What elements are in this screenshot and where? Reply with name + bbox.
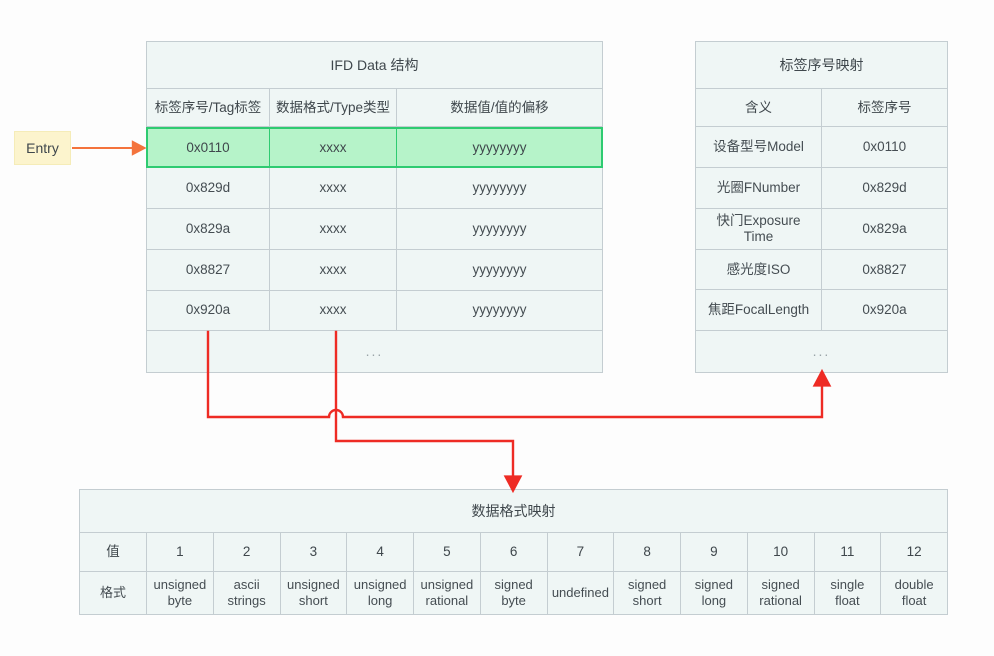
ifd-header-tag: 标签序号/Tag标签 (147, 88, 270, 127)
fmt-value-cell: 9 (681, 533, 748, 571)
fmt-table-value-row: 值 1 2 3 4 5 6 7 8 9 10 11 12 (80, 533, 947, 572)
fmt-format-cell: signed rational (748, 572, 815, 614)
tag-cell-tag: 0x829d (862, 180, 907, 196)
ifd-table-row[interactable]: 0x0110 xxxx yyyyyyyy (146, 127, 603, 169)
tag-cell-meaning: 光圈FNumber (696, 168, 822, 208)
fmt-value-cell: 3 (281, 533, 348, 571)
fmt-format-cell: signed long (681, 572, 748, 614)
fmt-value-cell: 11 (815, 533, 882, 571)
fmt-value-cell: 8 (614, 533, 681, 571)
tag-table-ellipsis-row: ... (696, 331, 947, 372)
tag-cell-tag: 0x920a (862, 302, 907, 318)
fmt-value-cell: 5 (414, 533, 481, 571)
tag-cell-meaning: 焦距FocalLength (696, 290, 822, 331)
tag-table-title-row: 标签序号映射 (696, 42, 947, 89)
ifd-table-row[interactable]: 0x8827 xxxx yyyyyyyy (147, 249, 602, 291)
ifd-header-value: 数据值/值的偏移 (450, 99, 549, 115)
fmt-format-cell: unsigned rational (414, 572, 481, 614)
ifd-table-title-row: IFD Data 结构 (147, 42, 602, 89)
fmt-format-label: 格式 (80, 572, 147, 614)
ifd-table-title: IFD Data 结构 (330, 56, 419, 73)
tag-header-tag: 标签序号 (857, 99, 912, 115)
tag-table-row[interactable]: 感光度ISO 0x8827 (696, 249, 947, 291)
ifd-table-row[interactable]: 0x829a xxxx yyyyyyyy (147, 209, 602, 250)
entry-note: Entry (14, 131, 71, 165)
fmt-format-cell: signed short (614, 572, 681, 614)
ifd-table-header-row: 标签序号/Tag标签 数据格式/Type类型 数据值/值的偏移 (147, 88, 602, 128)
ifd-cell-type: xxxx (270, 168, 397, 208)
ifd-table-ellipsis: ... (365, 343, 384, 360)
ifd-cell-value: yyyyyyyy (472, 180, 527, 196)
ifd-cell-tag: 0x829a (147, 209, 270, 249)
fmt-value-cell: 10 (748, 533, 815, 571)
ifd-cell-value: yyyyyyyy (472, 302, 527, 318)
fmt-table-format-row: 格式 unsigned byte ascii strings unsigned … (80, 572, 947, 614)
tag-table-header-row: 含义 标签序号 (696, 88, 947, 128)
fmt-value-cell: 1 (147, 533, 214, 571)
tag-table-row[interactable]: 光圈FNumber 0x829d (696, 168, 947, 209)
fmt-value-cell: 7 (548, 533, 615, 571)
ifd-cell-tag: 0x8827 (147, 249, 270, 290)
ifd-cell-type: xxxx (270, 209, 397, 249)
ifd-header-type: 数据格式/Type类型 (270, 88, 397, 127)
ifd-cell-value: yyyyyyyy (397, 129, 602, 167)
ifd-data-table: IFD Data 结构 标签序号/Tag标签 数据格式/Type类型 数据值/值… (146, 41, 603, 373)
tag-table-row[interactable]: 设备型号Model 0x0110 (696, 127, 947, 169)
fmt-value-cell: 4 (347, 533, 414, 571)
tag-cell-tag: 0x829a (862, 220, 907, 236)
fmt-table-title: 数据格式映射 (471, 502, 556, 519)
fmt-format-cell: double float (894, 577, 934, 608)
ifd-cell-type: xxxx (270, 290, 397, 331)
fmt-table-title-row: 数据格式映射 (80, 490, 947, 533)
ifd-cell-tag: 0x920a (147, 290, 270, 331)
ifd-cell-tag: 0x829d (147, 168, 270, 208)
fmt-format-cell: unsigned short (281, 572, 348, 614)
fmt-format-cell: signed byte (481, 572, 548, 614)
fmt-format-cell: unsigned byte (147, 572, 214, 614)
ifd-cell-value: yyyyyyyy (472, 261, 527, 277)
ifd-table-row[interactable]: 0x920a xxxx yyyyyyyy (147, 290, 602, 332)
tag-table-title: 标签序号映射 (779, 56, 864, 73)
tag-cell-meaning: 快门Exposure Time (696, 208, 822, 249)
fmt-value-cell: 2 (214, 533, 281, 571)
tag-table-row[interactable]: 焦距FocalLength 0x920a (696, 290, 947, 332)
tag-cell-meaning: 感光度ISO (696, 249, 822, 290)
tag-table-row[interactable]: 快门Exposure Time 0x829a (696, 208, 947, 250)
fmt-format-cell: undefined (548, 572, 615, 614)
ifd-cell-value: yyyyyyyy (472, 220, 527, 236)
tag-cell-tag: 0x0110 (862, 139, 907, 155)
fmt-value-cell: 12 (906, 544, 922, 560)
ifd-cell-type: xxxx (270, 249, 397, 290)
fmt-format-cell: single float (815, 572, 882, 614)
tag-cell-meaning: 设备型号Model (696, 127, 822, 168)
fmt-format-cell: unsigned long (347, 572, 414, 614)
ifd-table-ellipsis-row: ... (147, 331, 602, 372)
tag-cell-tag: 0x8827 (862, 261, 907, 277)
ifd-cell-tag: 0x0110 (147, 129, 270, 167)
data-format-mapping-table: 数据格式映射 值 1 2 3 4 5 6 7 8 9 10 11 12 格式 u… (79, 489, 948, 615)
ifd-table-row[interactable]: 0x829d xxxx yyyyyyyy (147, 168, 602, 209)
fmt-format-cell: ascii strings (214, 572, 281, 614)
entry-note-label: Entry (26, 140, 59, 156)
fmt-value-cell: 6 (481, 533, 548, 571)
tag-table-ellipsis: ... (812, 343, 831, 360)
tag-header-meaning: 含义 (696, 88, 822, 127)
tag-mapping-table: 标签序号映射 含义 标签序号 设备型号Model 0x0110 光圈FNumbe… (695, 41, 948, 373)
ifd-cell-type: xxxx (270, 129, 397, 167)
fmt-value-label: 值 (80, 533, 147, 571)
